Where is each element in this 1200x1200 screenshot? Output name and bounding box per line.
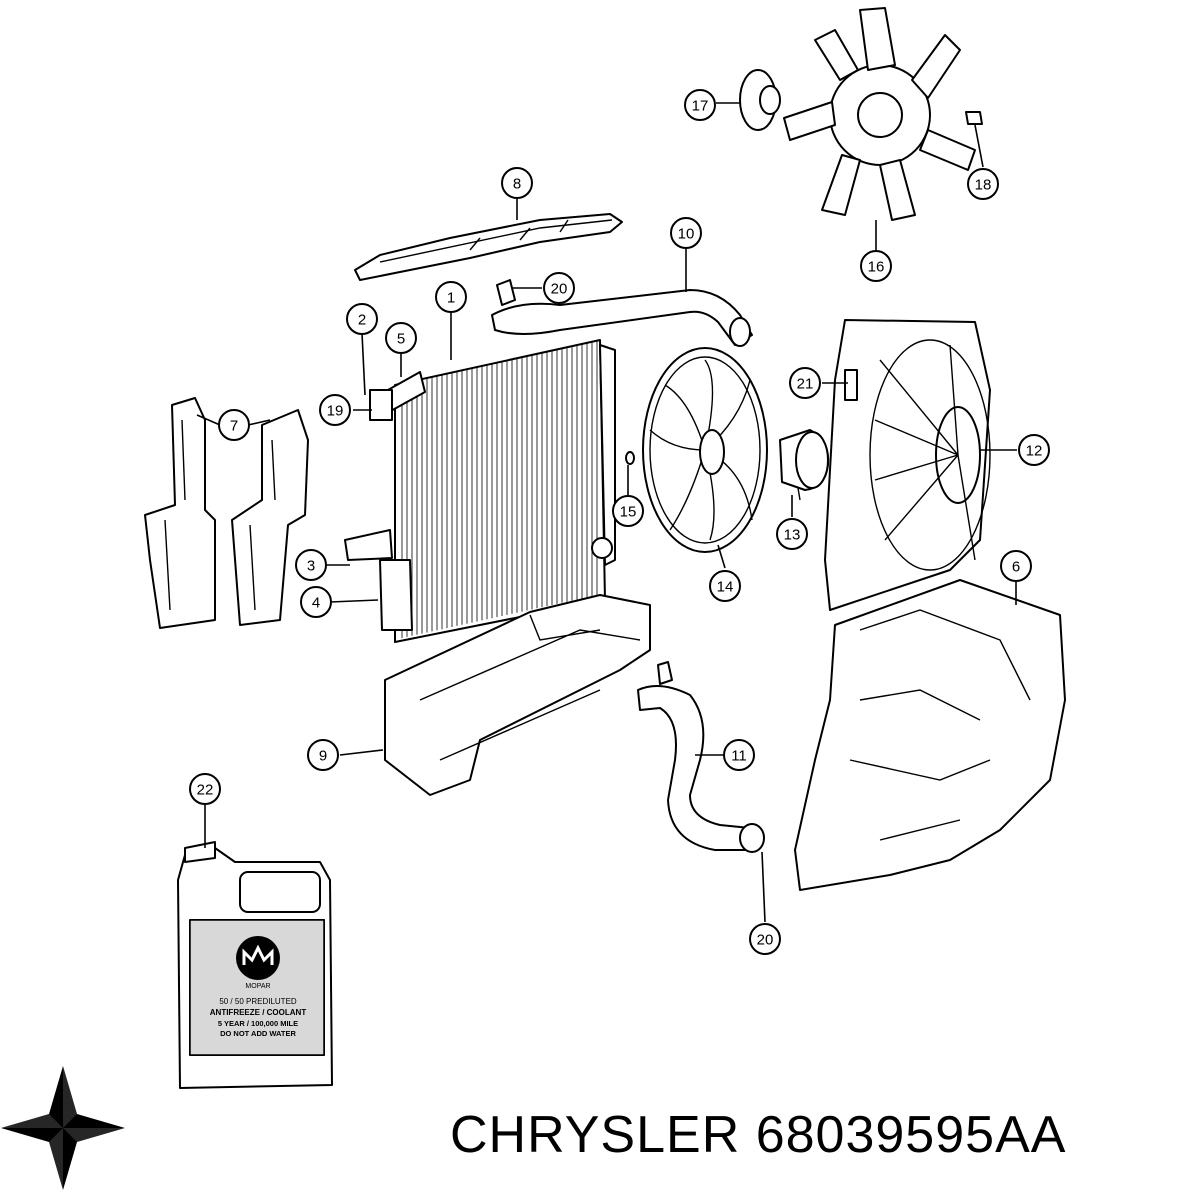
callout-number: 20 — [757, 932, 774, 949]
part-fan-shroud — [824, 319, 991, 611]
callout-number: 11 — [731, 748, 747, 765]
callout-circle — [684, 89, 716, 121]
callout-circle — [295, 549, 327, 581]
callout-number: 2 — [358, 312, 366, 329]
callout-c7: 7 — [218, 409, 250, 441]
callout-c4: 4 — [300, 586, 332, 618]
callout-c15: 15 — [612, 495, 644, 527]
callout-circle — [1000, 550, 1032, 582]
callout-number: 10 — [678, 226, 695, 243]
part-lower-shroud — [794, 579, 1066, 891]
callout-number: 15 — [620, 504, 637, 521]
callout-number: 16 — [868, 259, 885, 276]
part-caption: CHRYSLER 68039595AA — [450, 1105, 1066, 1165]
callout-c3: 3 — [295, 549, 327, 581]
part-fan-clutch — [739, 69, 781, 131]
part-fan-motor — [779, 429, 830, 501]
caption-brand: CHRYSLER — [450, 1106, 741, 1164]
callout-circle — [612, 495, 644, 527]
callout-c1: 1 — [435, 281, 467, 313]
callout-c14: 14 — [709, 570, 741, 602]
part-air-deflectors — [144, 397, 309, 629]
callout-circle — [670, 217, 702, 249]
callout-number: 7 — [230, 418, 238, 435]
callout-circle — [346, 303, 378, 335]
callout-c6: 6 — [1000, 550, 1032, 582]
callout-c12: 12 — [1018, 434, 1050, 466]
callout-number: 1 — [447, 290, 455, 307]
callout-c20a: 20 — [543, 272, 575, 304]
part-coolant-jug — [177, 841, 333, 1089]
callout-circle — [860, 250, 892, 282]
callout-number: 5 — [397, 331, 405, 348]
callout-c20b: 20 — [749, 923, 781, 955]
callout-number: 4 — [312, 595, 320, 612]
callout-c5: 5 — [385, 322, 417, 354]
part-upper-seal — [354, 213, 623, 281]
radiator-fins — [401, 341, 598, 638]
part-lower-hose — [637, 661, 765, 853]
callout-c9: 9 — [307, 739, 339, 771]
callout-number: 6 — [1012, 559, 1020, 576]
part-bolt — [965, 111, 983, 125]
callout-c13: 13 — [776, 518, 808, 550]
callout-c19: 19 — [319, 394, 351, 426]
callout-c2: 2 — [346, 303, 378, 335]
part-upper-hose — [491, 279, 753, 347]
part-electric-fan — [642, 347, 768, 553]
callout-circle — [435, 281, 467, 313]
caption-part-number: 68039595AA — [755, 1106, 1067, 1164]
jug-label-line3: 5 YEAR / 100,000 MILE — [218, 1019, 298, 1028]
callout-circle — [543, 272, 575, 304]
callout-circle — [709, 570, 741, 602]
callout-number: 19 — [327, 403, 344, 420]
callout-circle — [776, 518, 808, 550]
part-mechanical-fan — [783, 7, 976, 221]
part-nut — [625, 451, 635, 465]
callout-circle — [967, 168, 999, 200]
pentastar-icon — [1, 1066, 125, 1190]
callout-number: 14 — [717, 579, 734, 596]
callout-c21: 21 — [789, 367, 821, 399]
callout-circle — [723, 739, 755, 771]
callout-circle — [1018, 434, 1050, 466]
callout-number: 8 — [513, 176, 521, 193]
jug-label-line2: ANTIFREEZE / COOLANT — [210, 1008, 307, 1017]
callout-circle — [307, 739, 339, 771]
callout-c16: 16 — [860, 250, 892, 282]
callout-c17: 17 — [684, 89, 716, 121]
callout-c18: 18 — [967, 168, 999, 200]
callout-circle — [789, 367, 821, 399]
callout-circle — [501, 167, 533, 199]
jug-label-brand: MOPAR — [245, 983, 270, 990]
callout-number: 21 — [797, 376, 814, 393]
jug-label-line1: 50 / 50 PREDILUTED — [219, 997, 297, 1006]
callout-number: 18 — [975, 177, 992, 194]
callout-circle — [319, 394, 351, 426]
callout-number: 3 — [307, 558, 315, 575]
jug-label-text: MOPAR 50 / 50 PREDILUTED ANTIFREEZE / CO… — [210, 983, 307, 1038]
part-radiator — [344, 339, 616, 643]
callout-circle — [189, 773, 221, 805]
callout-number: 22 — [197, 782, 214, 799]
callout-number: 13 — [784, 527, 801, 544]
callout-circle — [385, 322, 417, 354]
callout-circle — [749, 923, 781, 955]
callout-c22: 22 — [189, 773, 221, 805]
callout-c10: 10 — [670, 217, 702, 249]
jug-label-line4: DO NOT ADD WATER — [220, 1029, 296, 1038]
leader-lines — [196, 102, 1017, 923]
callout-circle — [218, 409, 250, 441]
callout-c11: 11 — [723, 739, 755, 771]
callout-number: 12 — [1026, 443, 1043, 460]
callout-c8: 8 — [501, 167, 533, 199]
callout-circle — [300, 586, 332, 618]
callout-number: 9 — [319, 748, 327, 765]
part-lower-air-dam — [384, 594, 651, 796]
callout-number: 20 — [551, 281, 568, 298]
callout-number: 17 — [692, 98, 709, 115]
